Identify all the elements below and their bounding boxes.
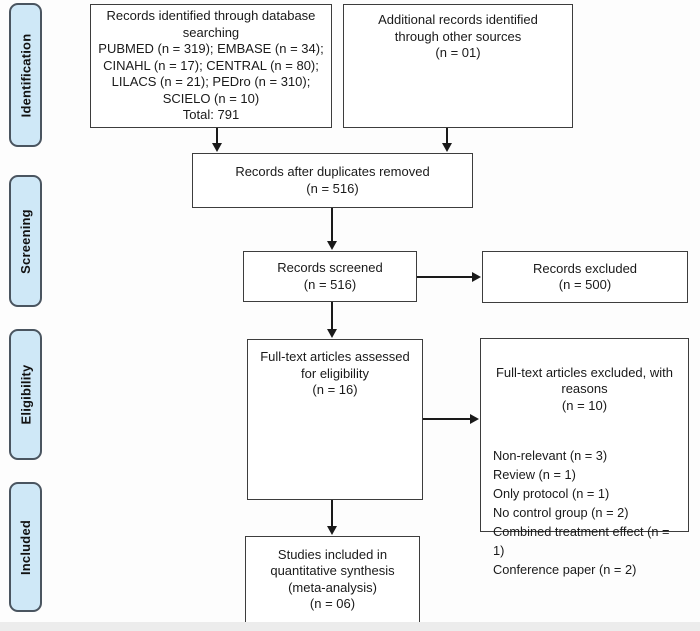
box-additional-records-text: Additional records identified through ot… xyxy=(378,12,538,60)
bottom-edge-strip xyxy=(0,622,700,631)
stage-screening: Screening xyxy=(9,175,42,307)
stage-screening-label: Screening xyxy=(18,208,33,274)
arrow-duplicates-to-screened xyxy=(331,208,333,242)
box-fulltext-excluded-header: Full-text articles excluded, with reason… xyxy=(495,364,673,413)
arrow-database-to-duplicates xyxy=(216,128,218,144)
stage-identification: Identification xyxy=(9,3,42,147)
stage-eligibility-label: Eligibility xyxy=(18,364,34,425)
box-records-screened-text: Records screened (n = 516) xyxy=(277,260,383,292)
box-fulltext-excluded: Full-text articles excluded, with reason… xyxy=(480,338,689,577)
box-fulltext-assessed-text: Full-text articles assessed for eligibil… xyxy=(260,349,410,397)
box-additional-records: Additional records identified through ot… xyxy=(343,4,573,128)
arrow-other-to-duplicates xyxy=(446,128,448,144)
box-records-excluded-text: Records excluded (n = 500) xyxy=(532,260,638,293)
box-studies-included: Studies included in quantitative synthes… xyxy=(245,536,420,623)
box-fulltext-excluded-reasons: Non-relevant (n = 3) Review (n = 1) Only… xyxy=(493,447,670,577)
box-records-identified-database-text: Records identified through database sear… xyxy=(98,8,324,123)
box-records-identified-database: Records identified through database sear… xyxy=(90,4,332,128)
arrow-fulltext-to-studies xyxy=(331,500,333,527)
stage-identification-label: Identification xyxy=(18,33,34,117)
arrow-fulltext-to-ftexcluded xyxy=(423,418,471,420)
box-records-excluded: Records excluded (n = 500) xyxy=(482,251,688,303)
arrow-screened-to-excluded xyxy=(417,276,473,278)
box-fulltext-assessed: Full-text articles assessed for eligibil… xyxy=(247,339,423,500)
box-duplicates-removed: Records after duplicates removed (n = 51… xyxy=(192,153,473,208)
stage-eligibility: Eligibility xyxy=(9,329,42,460)
box-studies-included-text: Studies included in quantitative synthes… xyxy=(270,546,395,612)
arrow-screened-to-fulltext xyxy=(331,302,333,330)
stage-included-label: Included xyxy=(18,519,33,575)
box-records-screened: Records screened (n = 516) xyxy=(243,251,417,302)
box-duplicates-removed-text: Records after duplicates removed (n = 51… xyxy=(235,164,430,196)
stage-included: Included xyxy=(9,482,42,612)
